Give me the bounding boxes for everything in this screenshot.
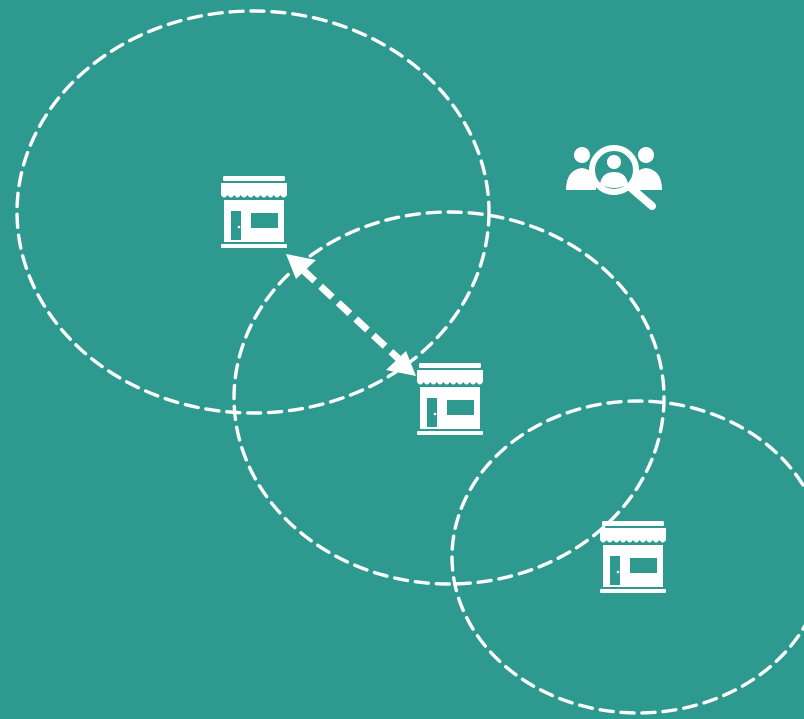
double-arrow-icon xyxy=(286,254,416,376)
coverage-circle-1 xyxy=(15,9,491,415)
coverage-circle-2 xyxy=(232,210,666,586)
storefront-icon xyxy=(417,363,483,435)
coverage-circle-3 xyxy=(450,399,804,715)
customer-search-icon xyxy=(566,145,662,210)
storefront-icon xyxy=(600,521,666,593)
storefront-icon xyxy=(221,176,287,248)
